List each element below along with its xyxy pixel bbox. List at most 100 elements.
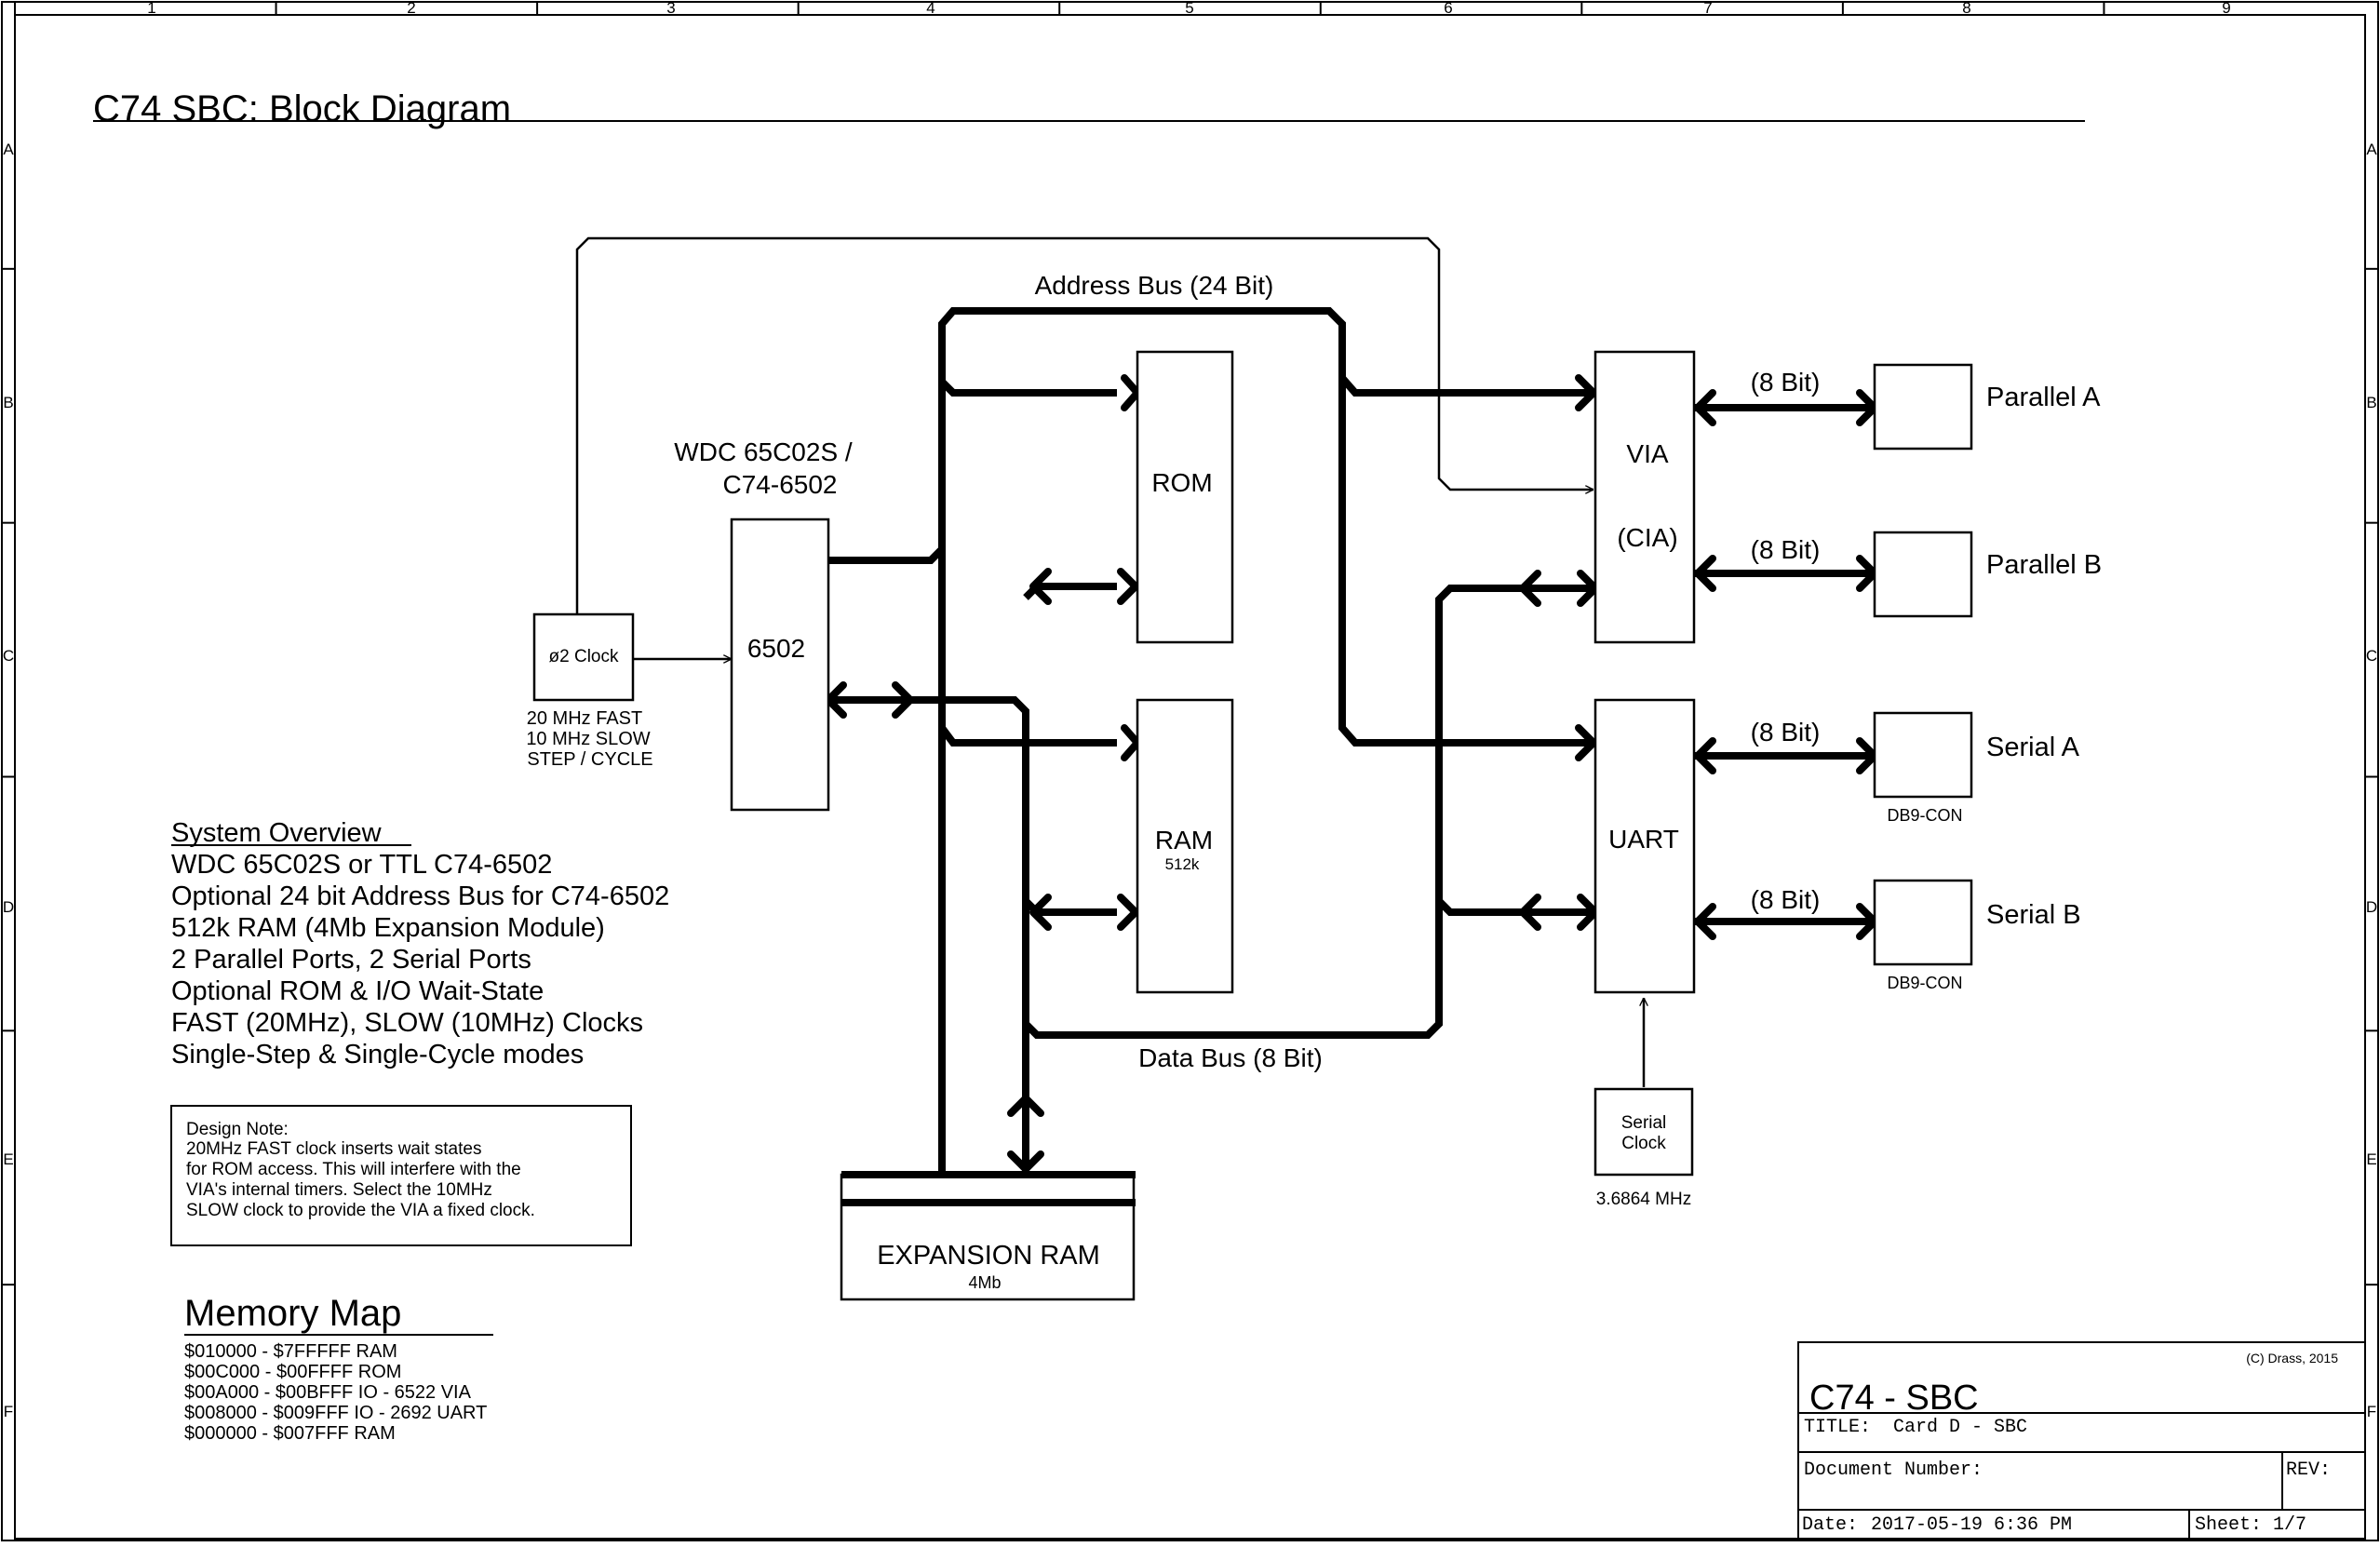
clock-block: ø2 Clock 20 MHz FAST 10 MHz SLOW STEP / … <box>526 612 653 770</box>
row-label: D <box>2366 898 2377 916</box>
col-label: 5 <box>1185 0 1193 17</box>
date-value: 2017-05-19 6:36 PM <box>1871 1514 2072 1536</box>
via-label: (CIA) <box>1617 523 1677 552</box>
row-label: C <box>3 647 14 665</box>
document-number-label: Document Number: <box>1804 1460 1983 1481</box>
title-block: (C) Drass, 2015 C74 - SBC TITLE: Card D … <box>1797 1341 2366 1540</box>
system-overview: System Overview WDC 65C02S or TTL C74-65… <box>171 818 669 1069</box>
row-label: A <box>2366 141 2377 158</box>
row-label: C <box>2366 647 2377 665</box>
serial-clock-freq: 3.6864 MHz <box>1596 1190 1691 1209</box>
row-label: B <box>2366 394 2376 411</box>
clock-note: 10 MHz SLOW <box>526 729 650 749</box>
via-label: VIA <box>1626 439 1668 468</box>
memory-map-line: $000000 - $007FFF RAM <box>184 1423 396 1444</box>
design-note-heading: Design Note: <box>186 1120 289 1139</box>
col-label: 7 <box>1703 0 1712 17</box>
port-label: Serial A <box>1986 733 2080 762</box>
row-label: E <box>3 1150 13 1168</box>
memory-map-line: $00C000 - $00FFFF ROM <box>184 1362 401 1382</box>
expansion-label: EXPANSION RAM <box>877 1241 1100 1271</box>
serial-b-port: Serial B DB9-CON <box>1873 879 2081 992</box>
overview-line: WDC 65C02S or TTL C74-6502 <box>171 850 552 880</box>
serial-clock-block: Serial Clock 3.6864 MHz <box>1593 1087 1694 1209</box>
title-value: Card D - SBC <box>1893 1417 2027 1438</box>
uart-block: UART <box>1593 698 1696 994</box>
expansion-ram-block: EXPANSION RAM 4Mb <box>840 1171 1136 1301</box>
title-label: TITLE: <box>1804 1417 1871 1438</box>
col-label: 8 <box>1962 0 1970 17</box>
row-label: E <box>2366 1150 2376 1168</box>
project-name: C74 - SBC <box>1809 1379 1979 1418</box>
row-label: F <box>4 1403 13 1420</box>
parallel-b-port: Parallel B <box>1873 531 2102 618</box>
port-width-label: (8 Bit) <box>1751 535 1821 564</box>
port-buses <box>1694 404 1876 925</box>
serial-clock-label: Serial <box>1621 1113 1667 1133</box>
row-labels-right: A B C D E F <box>2366 141 2377 1420</box>
design-note-line: SLOW clock to provide the VIA a fixed cl… <box>186 1201 535 1220</box>
col-label: 1 <box>147 0 155 17</box>
date-label: Date: <box>1802 1514 1858 1536</box>
col-label: 6 <box>1444 0 1452 17</box>
column-labels: 1 2 3 4 5 6 7 8 9 <box>147 0 2230 17</box>
row-label: D <box>3 898 14 916</box>
copyright: (C) Drass, 2015 <box>2246 1351 2338 1365</box>
row-label: F <box>2367 1403 2376 1420</box>
clock-note: STEP / CYCLE <box>527 749 652 770</box>
memory-map: Memory Map $010000 - $7FFFFF RAM $00C000… <box>184 1293 493 1444</box>
design-note: Design Note: 20MHz FAST clock inserts wa… <box>170 1105 632 1246</box>
data-bus-label: Data Bus (8 Bit) <box>1138 1043 1323 1072</box>
address-bus-label: Address Bus (24 Bit) <box>1035 271 1274 300</box>
cpu-block: WDC 65C02S / C74-6502 6502 <box>674 437 853 812</box>
rom-block: ROM <box>1136 350 1234 644</box>
clock-signals <box>575 236 1644 1087</box>
design-note-line: 20MHz FAST clock inserts wait states <box>186 1139 481 1159</box>
clock-note: 20 MHz FAST <box>527 708 642 729</box>
port-label: Parallel A <box>1986 383 2101 412</box>
design-note-line: VIA's internal timers. Select the 10MHz <box>186 1180 492 1200</box>
col-label: 9 <box>2222 0 2230 17</box>
ram-size: 512k <box>1165 855 1200 873</box>
memory-map-line: $010000 - $7FFFFF RAM <box>184 1341 397 1362</box>
expansion-size: 4Mb <box>968 1273 1001 1292</box>
memory-map-line: $008000 - $009FFF IO - 2692 UART <box>184 1403 487 1423</box>
overview-heading: System Overview <box>171 818 383 848</box>
overview-line: FAST (20MHz), SLOW (10MHz) Clocks <box>171 1008 643 1038</box>
design-note-line: for ROM access. This will interfere with… <box>186 1160 521 1179</box>
via-block: VIA (CIA) <box>1593 350 1696 644</box>
col-label: 3 <box>666 0 675 17</box>
revision-label: REV: <box>2286 1460 2331 1481</box>
overview-line: 2 Parallel Ports, 2 Serial Ports <box>171 945 531 975</box>
cpu-label: 6502 <box>747 634 805 663</box>
data-bus <box>828 583 1595 1177</box>
row-label: B <box>3 394 13 411</box>
connector-label: DB9-CON <box>1887 974 1962 992</box>
parallel-a-port: Parallel A <box>1873 363 2101 451</box>
row-labels-left: A B C D E F <box>3 141 14 1420</box>
col-label: 2 <box>407 0 415 17</box>
cpu-caption-line: C74-6502 <box>723 470 838 499</box>
port-width-label: (8 Bit) <box>1751 718 1821 747</box>
port-width-label: (8 Bit) <box>1751 368 1821 397</box>
sheet-value: 1/7 <box>2273 1514 2306 1536</box>
memory-map-heading: Memory Map <box>184 1293 401 1334</box>
page-title: C74 SBC: Block Diagram <box>93 88 511 129</box>
bus-arrowheads <box>825 374 1878 1197</box>
port-label: Parallel B <box>1986 550 2102 580</box>
col-label: 4 <box>926 0 935 17</box>
serial-a-port: Serial A DB9-CON <box>1873 711 2080 825</box>
address-bus <box>828 307 1595 1193</box>
memory-map-line: $00A000 - $00BFFF IO - 6522 VIA <box>184 1382 472 1403</box>
ram-block: RAM 512k <box>1136 698 1234 994</box>
uart-label: UART <box>1608 825 1679 854</box>
overview-line: Single-Step & Single-Cycle modes <box>171 1040 584 1069</box>
serial-clock-label: Clock <box>1621 1134 1666 1153</box>
overview-line: 512k RAM (4Mb Expansion Module) <box>171 913 605 943</box>
port-width-label: (8 Bit) <box>1751 885 1821 914</box>
sheet-label: Sheet: <box>2195 1514 2262 1536</box>
ram-label: RAM <box>1155 826 1213 854</box>
